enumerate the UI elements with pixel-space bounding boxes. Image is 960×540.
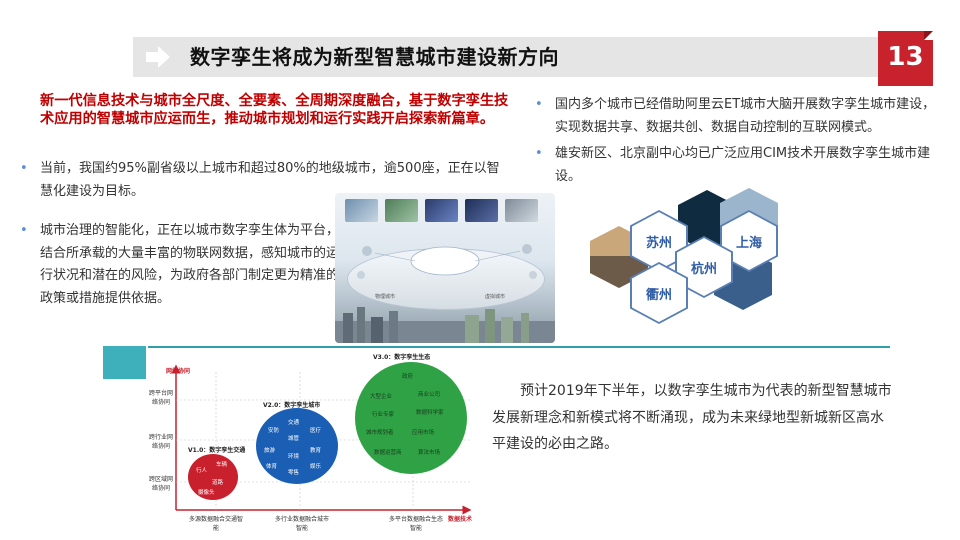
conclusion-text: 预计2019年下半年，以数字孪生城市为代表的新型智慧城市发展新理念和新模式将不断… (492, 383, 892, 452)
thumbnail-image (505, 199, 538, 222)
city-skyline-graphic (335, 307, 555, 343)
arrow-right-icon (146, 46, 170, 68)
page-number: 13 (887, 42, 924, 72)
virtual-city-label: 虚拟城市 (485, 294, 506, 300)
evolution-diagram: 网络协同 跨平台网络协同 跨行业网络协同 跨区域网络协同 多源数据融合交通智能 … (148, 352, 478, 532)
stage-v2-item: 城管 (288, 436, 300, 442)
stage-v2-item: 娱乐 (310, 464, 322, 470)
stage-v3-title: V3.0：数字孪生生态 (373, 354, 431, 361)
y-level-label: 跨平台网络协同 (148, 390, 173, 406)
stage-v2-item: 体育 (266, 464, 278, 470)
stage-v2-item: 零售 (288, 470, 300, 476)
page-title: 数字孪生将成为新型智慧城市建设新方向 (190, 45, 559, 69)
stage-v2-circle (256, 408, 338, 484)
physical-city-label: 物理城市 (375, 294, 396, 300)
thumbnail-image (465, 199, 498, 222)
city-hex-quzhou: 衢州 (630, 262, 688, 324)
stage-v3-item: 行业专家 (372, 412, 395, 418)
stage-v3-item: 政府 (402, 374, 414, 380)
stage-v3-item: 数据科学家 (416, 410, 444, 416)
stage-v3-circle (355, 362, 467, 474)
section-divider (148, 346, 890, 348)
stage-v3-item: 算法市场 (418, 450, 441, 456)
stage-v3-item: 应用市场 (412, 430, 435, 436)
page-corner-fold (924, 31, 933, 40)
y-axis-title: 网络协同 (166, 368, 191, 375)
stage-v2-item: 教育 (310, 448, 322, 454)
stage-v1-item: 车辆 (216, 462, 228, 468)
bullet-text: 城市治理的智能化，正在以城市数字孪生体为平台，结合所承载的大量丰富的物联网数据，… (40, 223, 340, 306)
x-level-label: 多行业数据融合城市智能 (274, 516, 329, 532)
y-level-label: 跨区域网络协同 (148, 476, 173, 492)
bullet-text: 当前，我国约95%副省级以上城市和超过80%的地级城市，逾500座，正在以智慧化… (40, 161, 500, 199)
stage-v1-item: 摄像头 (198, 490, 215, 496)
thumbnail-image (385, 199, 418, 222)
x-level-label: 多源数据融合交通智能 (188, 516, 243, 532)
stage-v2-title: V2.0：数字孪生城市 (263, 402, 321, 409)
bullet-item: • 雄安新区、北京副中心均已广泛应用CIM技术开展数字孪生城市建设。 (535, 143, 945, 188)
x-level-label: 多平台数据融合生态智能 (388, 516, 443, 532)
network-nodes-graphic (357, 244, 537, 279)
bullet-item: • 当前，我国约95%副省级以上城市和超过80%的地级城市，逾500座，正在以智… (20, 158, 510, 203)
stage-v3-item: 商业公司 (418, 392, 441, 398)
header-bar (133, 37, 878, 77)
bullet-item: • 国内多个城市已经借助阿里云ET城市大脑开展数字孪生城市建设，实现数据共享、数… (535, 94, 945, 139)
thumbnail-image (425, 199, 458, 222)
y-level-label: 跨行业网络协同 (148, 434, 173, 450)
section-accent-box (103, 346, 146, 379)
city-hex-hangzhou: 杭州 (675, 236, 733, 298)
stage-v2-item: 环境 (288, 454, 300, 460)
city-label: 衢州 (632, 264, 686, 322)
bullet-dot-icon: • (20, 223, 28, 238)
stage-v2-item: 医疗 (310, 428, 322, 434)
stage-v1-title: V1.0：数字孪生交通 (188, 447, 246, 454)
bullet-item: • 城市治理的智能化，正在以城市数字孪生体为平台，结合所承载的大量丰富的物联网数… (20, 220, 340, 310)
stage-v1-item: 道路 (212, 480, 224, 486)
bullet-text: 国内多个城市已经借助阿里云ET城市大脑开展数字孪生城市建设，实现数据共享、数据共… (555, 97, 936, 135)
stage-v1-circle (188, 454, 238, 500)
bullet-dot-icon: • (535, 146, 543, 161)
stage-v2-item: 交通 (288, 420, 300, 426)
stage-v2-item: 安防 (268, 428, 280, 434)
digital-twin-city-image: 物理城市 虚拟城市 (335, 193, 555, 343)
bullet-dot-icon: • (535, 97, 543, 112)
thumbnail-image (345, 199, 378, 222)
page-number-badge (878, 31, 933, 86)
stage-v3-item: 大型企业 (370, 394, 393, 400)
x-axis-title: 数据技术 (448, 516, 473, 523)
stage-v3-item: 城市规划者 (366, 430, 394, 436)
intro-statement: 新一代信息技术与城市全尺度、全要素、全周期深度融合，基于数字孪生技术应用的智慧城… (40, 93, 509, 127)
stage-v1-item: 行人 (196, 468, 208, 474)
bullet-dot-icon: • (20, 161, 28, 176)
bullet-text: 雄安新区、北京副中心均已广泛应用CIM技术开展数字孪生城市建设。 (555, 146, 931, 184)
stage-v3-item: 数据运营商 (374, 450, 402, 456)
stage-v2-item: 旅游 (264, 448, 276, 454)
